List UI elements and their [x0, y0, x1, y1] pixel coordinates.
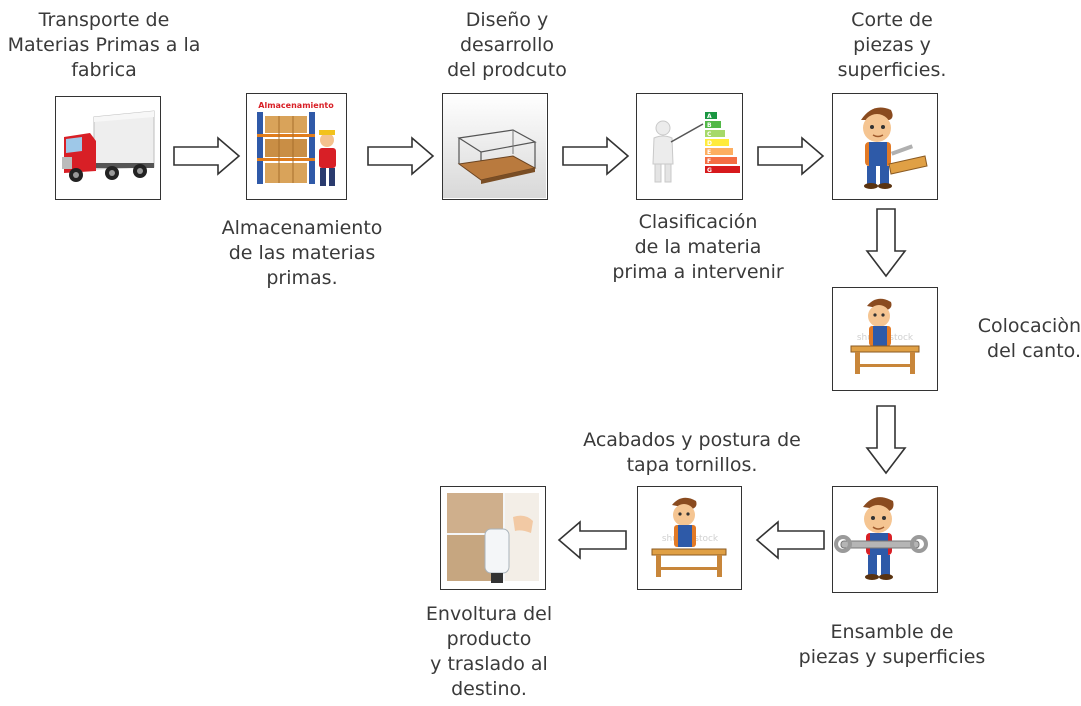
step-box-transport — [55, 96, 161, 200]
rating-letter: E — [707, 149, 711, 156]
step-box-assembly — [832, 486, 938, 593]
right-arrow-icon — [173, 136, 241, 176]
warehouse-worker-image: Almacenamiento — [257, 101, 336, 186]
storage-sign-text: Almacenamiento — [258, 101, 334, 110]
carpenter-workbench-image: shutterstock — [850, 298, 920, 374]
rating-letter: F — [707, 158, 711, 165]
label-cutting: Corte de piezas y superficies. — [837, 9, 947, 81]
step-box-edging: shutterstock — [832, 287, 938, 391]
rating-letter: B — [707, 122, 712, 129]
down-arrow-icon — [865, 405, 907, 475]
label-finishing: Acabados y postura de tapa tornillos. — [583, 429, 801, 476]
furniture-model-image — [443, 94, 546, 198]
label-design: Diseño y desarrollo del prodcuto — [447, 9, 567, 81]
label-edging: Colocaciòn del canto. — [977, 315, 1081, 362]
presenter-rating-chart-image: A B C D E F G — [652, 112, 740, 183]
label-storage: Almacenamiento de las materias primas. — [221, 217, 383, 289]
step-box-design — [442, 93, 548, 200]
label-transport: Transporte de Materias Primas a la fabri… — [7, 9, 201, 81]
down-arrow-icon — [865, 208, 907, 278]
stretch-wrap-image — [447, 493, 539, 583]
step-box-finishing: shutterstock — [637, 486, 742, 590]
step-box-classification: A B C D E F G — [636, 93, 743, 200]
left-arrow-icon — [755, 520, 825, 560]
right-arrow-icon — [757, 136, 825, 176]
label-classification: Clasificación de la materia prima a inte… — [612, 211, 784, 283]
worker-sawing-image — [861, 107, 928, 189]
rating-letter: G — [707, 167, 712, 174]
worker-wrench-image — [834, 497, 928, 580]
rating-letter: C — [707, 131, 712, 138]
rating-letter: A — [707, 113, 712, 120]
rating-letter: D — [707, 140, 712, 147]
delivery-truck-image — [62, 110, 155, 182]
right-arrow-icon — [367, 136, 435, 176]
right-arrow-icon — [562, 136, 630, 176]
rating-bars — [705, 112, 740, 173]
step-box-cutting — [832, 93, 938, 200]
left-arrow-icon — [557, 520, 627, 560]
step-box-wrapping — [440, 486, 546, 590]
label-assembly: Ensamble de piezas y superficies — [798, 621, 986, 668]
step-box-storage: Almacenamiento — [246, 93, 347, 200]
carpenter-finishing-image: shutterstock — [651, 497, 727, 577]
label-wrapping: Envoltura del producto y traslado al des… — [425, 603, 553, 700]
